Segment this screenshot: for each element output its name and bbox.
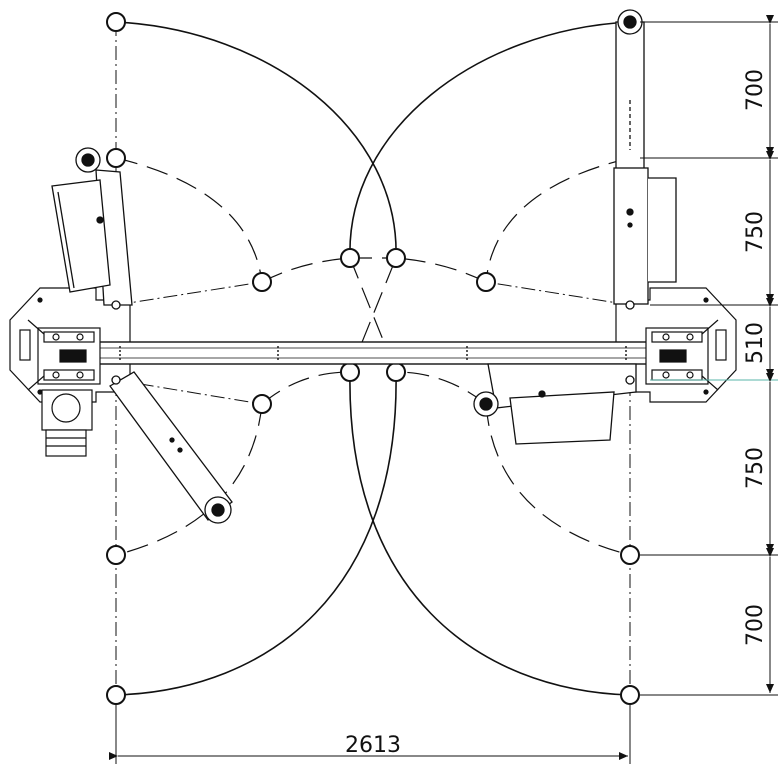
dim-bottom-width: 2613 <box>345 733 401 758</box>
bottom-dimension <box>109 705 631 764</box>
crossbeam <box>39 341 707 365</box>
right-carriage <box>645 319 719 391</box>
arm-upper-right <box>613 9 677 310</box>
dim-right-middle: 510 <box>743 322 768 364</box>
power-unit <box>41 389 93 457</box>
left-carriage <box>27 319 101 391</box>
dim-right-bottom: 700 <box>743 604 768 646</box>
outer-swing-arcs <box>115 21 631 696</box>
arm-lower-right <box>473 363 637 445</box>
arm-upper-left <box>51 147 133 310</box>
dim-right-second: 750 <box>743 211 768 253</box>
arm-lower-left <box>109 371 233 524</box>
dim-right-fourth: 750 <box>743 447 768 489</box>
right-dimension-chain <box>640 15 778 696</box>
dim-right-top: 700 <box>743 69 768 111</box>
